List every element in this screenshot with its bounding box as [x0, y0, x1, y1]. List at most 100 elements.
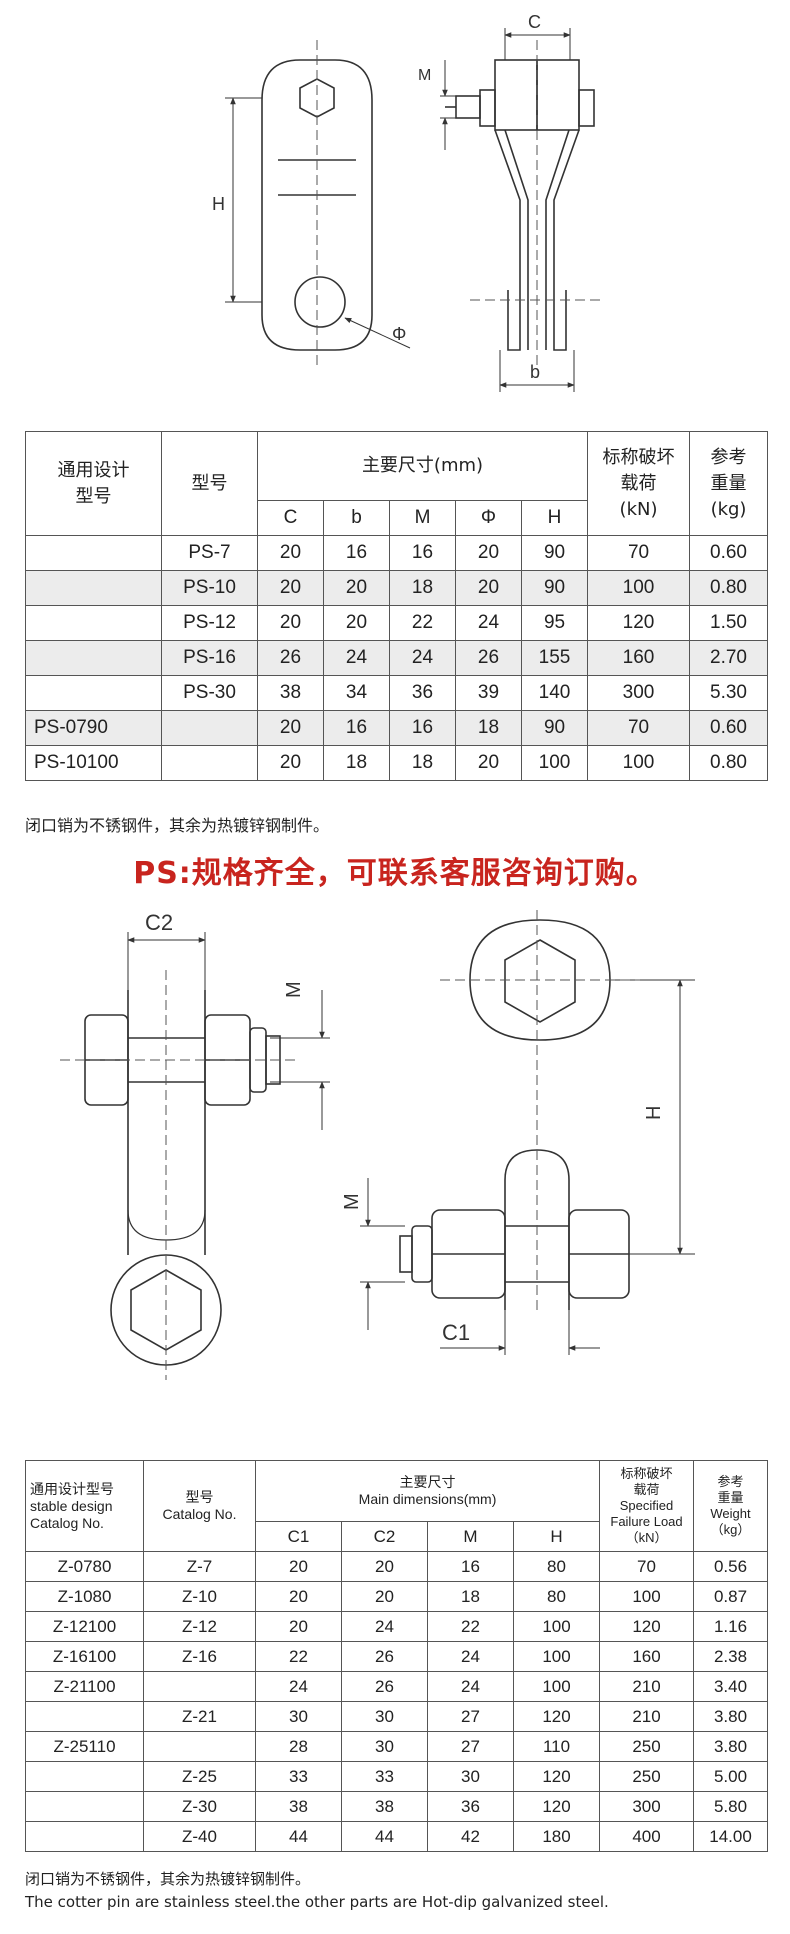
cell-load: 70 — [599, 1551, 695, 1582]
cell-load: 100 — [587, 570, 691, 606]
cell-c1: 33 — [255, 1761, 342, 1792]
cell-m: 18 — [427, 1581, 514, 1612]
col-phi: Φ — [455, 500, 522, 536]
cell-h: 120 — [512, 1701, 601, 1732]
cell-weight: 3.40 — [693, 1671, 769, 1702]
cell-load: 300 — [599, 1791, 695, 1822]
t2-col-c1: C1 — [255, 1521, 342, 1552]
cell-b: 20 — [323, 570, 390, 606]
cell-weight: 0.60 — [689, 710, 769, 746]
cell-weight: 5.80 — [693, 1791, 769, 1822]
cell-model — [161, 745, 258, 781]
cell-load: 160 — [599, 1641, 695, 1672]
col-b: b — [323, 500, 390, 536]
cell-general — [25, 570, 162, 606]
cell-phi: 20 — [455, 535, 522, 571]
cell-weight: 3.80 — [693, 1701, 769, 1732]
cell-weight: 2.38 — [693, 1641, 769, 1672]
cell-c1: 24 — [255, 1671, 342, 1702]
cell-c: 20 — [257, 710, 324, 746]
cell-m: 22 — [389, 605, 456, 641]
table1-note: 闭口销为不锈钢件，其余为热镀锌钢制件。 — [25, 816, 330, 835]
cell-model — [143, 1731, 256, 1762]
cell-model: PS-10 — [161, 570, 258, 606]
cell-weight: 5.00 — [693, 1761, 769, 1792]
cell-load: 100 — [587, 745, 691, 781]
cell-general — [25, 535, 162, 571]
cell-general — [25, 1821, 144, 1852]
table2-note-cn: 闭口销为不锈钢件，其余为热镀锌钢制件。 — [25, 1870, 311, 1888]
cell-model — [161, 710, 258, 746]
cell-c1: 38 — [255, 1791, 342, 1822]
cell-load: 70 — [587, 535, 691, 571]
cell-model: Z-25 — [143, 1761, 256, 1792]
cell-m: 16 — [427, 1551, 514, 1582]
cell-load: 250 — [599, 1731, 695, 1762]
label-c2: C2 — [145, 910, 173, 935]
cell-load: 70 — [587, 710, 691, 746]
label-m-left: M — [283, 981, 305, 998]
col-m: M — [389, 500, 456, 536]
cell-h: 110 — [512, 1731, 601, 1762]
cell-phi: 20 — [455, 745, 522, 781]
col-c: C — [257, 500, 324, 536]
cell-c2: 33 — [341, 1761, 428, 1792]
cell-weight: 1.16 — [693, 1611, 769, 1642]
cell-m: 18 — [389, 745, 456, 781]
cell-h: 140 — [520, 675, 589, 711]
cell-model: Z-16 — [143, 1641, 256, 1672]
cell-general: Z-16100 — [25, 1641, 144, 1672]
z-spec-table: 通用设计型号 stable design Catalog No. 型号 Cata… — [25, 1460, 769, 1852]
cell-general: PS-10100 — [25, 745, 162, 781]
label-b: b — [530, 362, 540, 382]
label-m-right: M — [341, 1193, 363, 1210]
cell-c2: 20 — [341, 1581, 428, 1612]
cell-c1: 44 — [255, 1821, 342, 1852]
cell-m: 24 — [389, 640, 456, 676]
t2-col-h: H — [512, 1521, 601, 1552]
cell-load: 210 — [599, 1671, 695, 1702]
cell-general — [25, 1701, 144, 1732]
cell-b: 16 — [323, 535, 390, 571]
cell-general — [25, 640, 162, 676]
cell-b: 34 — [323, 675, 390, 711]
cell-weight: 0.56 — [693, 1551, 769, 1582]
cell-c1: 20 — [255, 1581, 342, 1612]
cell-model: Z-12 — [143, 1611, 256, 1642]
cell-general: Z-25110 — [25, 1731, 144, 1762]
cell-general: Z-12100 — [25, 1611, 144, 1642]
cell-model: PS-30 — [161, 675, 258, 711]
cell-weight: 3.80 — [693, 1731, 769, 1762]
cell-h: 90 — [520, 535, 589, 571]
cell-h: 100 — [512, 1641, 601, 1672]
t2-header-load: 标称破坏 载荷 Specified Failure Load （kN） — [599, 1460, 695, 1552]
cell-m: 16 — [389, 535, 456, 571]
label-phi: Φ — [392, 324, 406, 344]
cell-model: Z-40 — [143, 1821, 256, 1852]
cell-load: 210 — [599, 1701, 695, 1732]
cell-c: 26 — [257, 640, 324, 676]
label-h: H — [212, 194, 225, 214]
cell-model: Z-30 — [143, 1791, 256, 1822]
cell-b: 18 — [323, 745, 390, 781]
cell-h: 80 — [512, 1551, 601, 1582]
cell-model: Z-21 — [143, 1701, 256, 1732]
ps-technical-drawing: C M H Φ b — [212, 12, 600, 392]
z-upper-hex-icon — [504, 939, 576, 1023]
t2-col-c2: C2 — [341, 1521, 428, 1552]
cell-weight: 0.80 — [689, 570, 769, 606]
cell-c: 20 — [257, 745, 324, 781]
cell-general — [25, 605, 162, 641]
cell-model — [143, 1671, 256, 1702]
t2-header-weight: 参考 重量 Weight （kg） — [693, 1460, 769, 1552]
cell-c: 38 — [257, 675, 324, 711]
cell-general: Z-21100 — [25, 1671, 144, 1702]
header-load: 标称破坏 载荷 (kN) — [587, 431, 691, 536]
